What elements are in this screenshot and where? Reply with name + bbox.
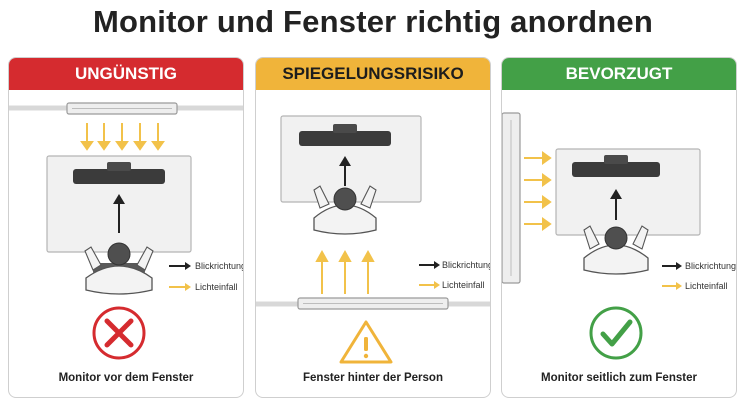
monitor <box>572 162 660 177</box>
panel-unguenstig: UNGÜNSTIG <box>8 57 244 398</box>
gaze-arrowhead <box>610 189 622 199</box>
legend: Blickrichtung Lichteinfall <box>662 261 736 291</box>
light-arrows <box>315 249 375 294</box>
panel-heading: SPIEGELUNGSRISIKO <box>256 58 490 90</box>
monitor-stand <box>333 124 357 133</box>
monitor <box>299 131 391 146</box>
monitor <box>73 169 165 184</box>
monitor-stand <box>107 162 131 171</box>
panel-bevorzugt: BEVORZUGT Blickrich <box>501 57 737 398</box>
light-arrows <box>524 151 552 231</box>
monitor-stand <box>604 155 628 164</box>
check-icon <box>589 306 643 360</box>
panel-caption: Monitor seitlich zum Fenster <box>541 372 697 384</box>
scene-monitor-sideways-to-window: Blickrichtung Lichteinfall <box>502 112 736 360</box>
light-arrows <box>80 123 165 151</box>
legend-light-label: Lichteinfall <box>442 280 485 290</box>
panel-spiegelungsrisiko: SPIEGELUNGSRISIKO Blickrichtung <box>255 57 491 398</box>
panel-caption: Fenster hinter der Person <box>303 372 443 384</box>
scene-window-behind-person: Blickrichtung Lichteinfall <box>256 115 491 364</box>
legend-gaze-label: Blickrichtung <box>685 261 736 271</box>
scene-monitor-facing-window: Blickrichtung Lichteinfall <box>9 102 244 360</box>
gaze-arrowhead <box>113 194 125 204</box>
cross-icon <box>92 306 146 360</box>
panel-caption: Monitor vor dem Fenster <box>58 372 194 384</box>
person-icon <box>583 225 649 275</box>
person-icon <box>84 242 154 295</box>
legend: Blickrichtung Lichteinfall <box>419 260 491 290</box>
page-title: Monitor und Fenster richtig anordnen <box>92 4 654 39</box>
legend-gaze-label: Blickrichtung <box>195 261 244 271</box>
warning-icon <box>339 320 393 364</box>
legend: Blickrichtung Lichteinfall <box>169 261 244 292</box>
gaze-arrowhead <box>339 156 351 166</box>
panel-heading: UNGÜNSTIG <box>9 58 243 90</box>
legend-light-label: Lichteinfall <box>195 282 238 292</box>
person-icon <box>313 185 377 235</box>
panel-heading: BEVORZUGT <box>502 58 736 90</box>
legend-light-label: Lichteinfall <box>685 281 728 291</box>
legend-gaze-label: Blickrichtung <box>442 260 491 270</box>
